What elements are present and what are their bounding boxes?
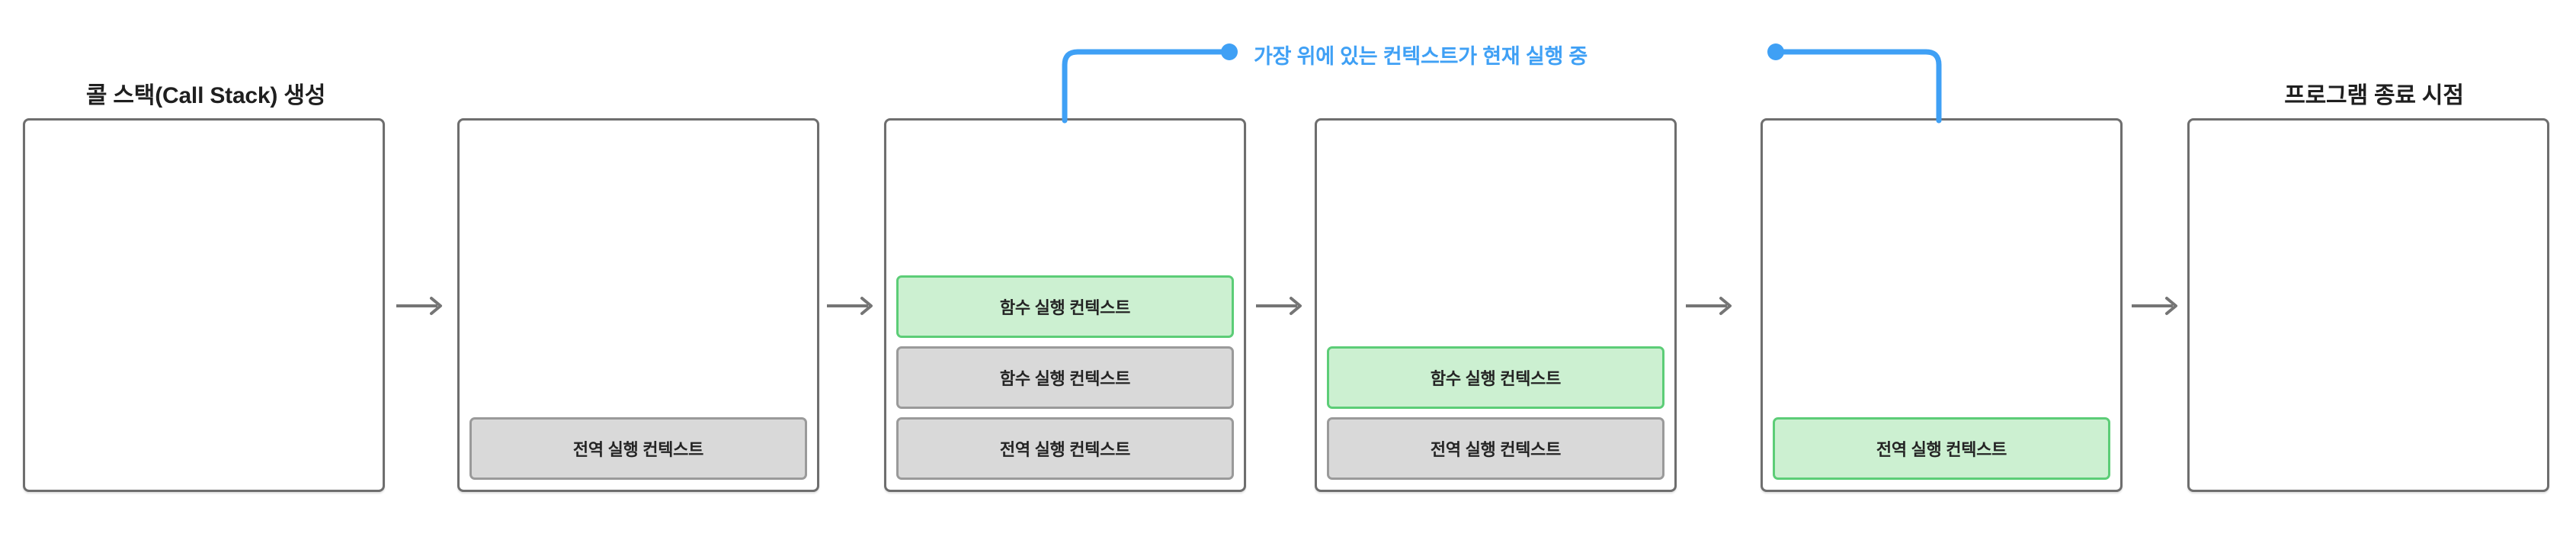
flow-arrow-5 xyxy=(2132,297,2177,315)
context-chip-label: 함수 실행 컨텍스트 xyxy=(999,369,1131,388)
context-chip-global[interactable]: 전역 실행 컨텍스트 xyxy=(469,417,807,480)
stage-6-title: 프로그램 종료 시점 xyxy=(2284,83,2464,108)
flow-arrow-4 xyxy=(1686,297,1732,315)
context-chip-label: 전역 실행 컨텍스트 xyxy=(1430,440,1562,459)
context-chip-function[interactable]: 함수 실행 컨텍스트 xyxy=(896,346,1234,409)
annotation-dot-right xyxy=(1767,43,1784,60)
context-chip-global-active[interactable]: 전역 실행 컨텍스트 xyxy=(1773,417,2110,480)
context-chip-label: 함수 실행 컨텍스트 xyxy=(1430,369,1562,388)
context-chip-label: 전역 실행 컨텍스트 xyxy=(572,440,704,459)
context-chip-global[interactable]: 전역 실행 컨텍스트 xyxy=(1327,417,1664,480)
flow-arrow-1 xyxy=(396,297,442,315)
context-chip-function-active[interactable]: 함수 실행 컨텍스트 xyxy=(896,275,1234,338)
flow-arrow-3 xyxy=(1256,297,1302,315)
stack-frame-stage-5: 전역 실행 컨텍스트 xyxy=(1761,118,2123,492)
context-chip-global[interactable]: 전역 실행 컨텍스트 xyxy=(896,417,1234,480)
flow-arrow-2 xyxy=(827,297,873,315)
stack-frame-stage-2: 전역 실행 컨텍스트 xyxy=(457,118,819,492)
stack-frame-stage-1 xyxy=(23,118,385,492)
stack-frame-stage-4: 함수 실행 컨텍스트 전역 실행 컨텍스트 xyxy=(1315,118,1677,492)
annotation-dot-left xyxy=(1221,43,1238,60)
context-chip-label: 함수 실행 컨텍스트 xyxy=(999,298,1131,317)
context-chip-function-active[interactable]: 함수 실행 컨텍스트 xyxy=(1327,346,1664,409)
stage-1-title: 콜 스택(Call Stack) 생성 xyxy=(85,83,326,108)
annotation-label: 가장 위에 있는 컨텍스트가 현재 실행 중 xyxy=(1254,45,1588,68)
stack-frame-stage-3: 함수 실행 컨텍스트 함수 실행 컨텍스트 전역 실행 컨텍스트 xyxy=(884,118,1246,492)
context-chip-label: 전역 실행 컨텍스트 xyxy=(999,440,1131,459)
stack-frame-stage-6 xyxy=(2187,118,2549,492)
context-chip-label: 전역 실행 컨텍스트 xyxy=(1876,440,2007,459)
